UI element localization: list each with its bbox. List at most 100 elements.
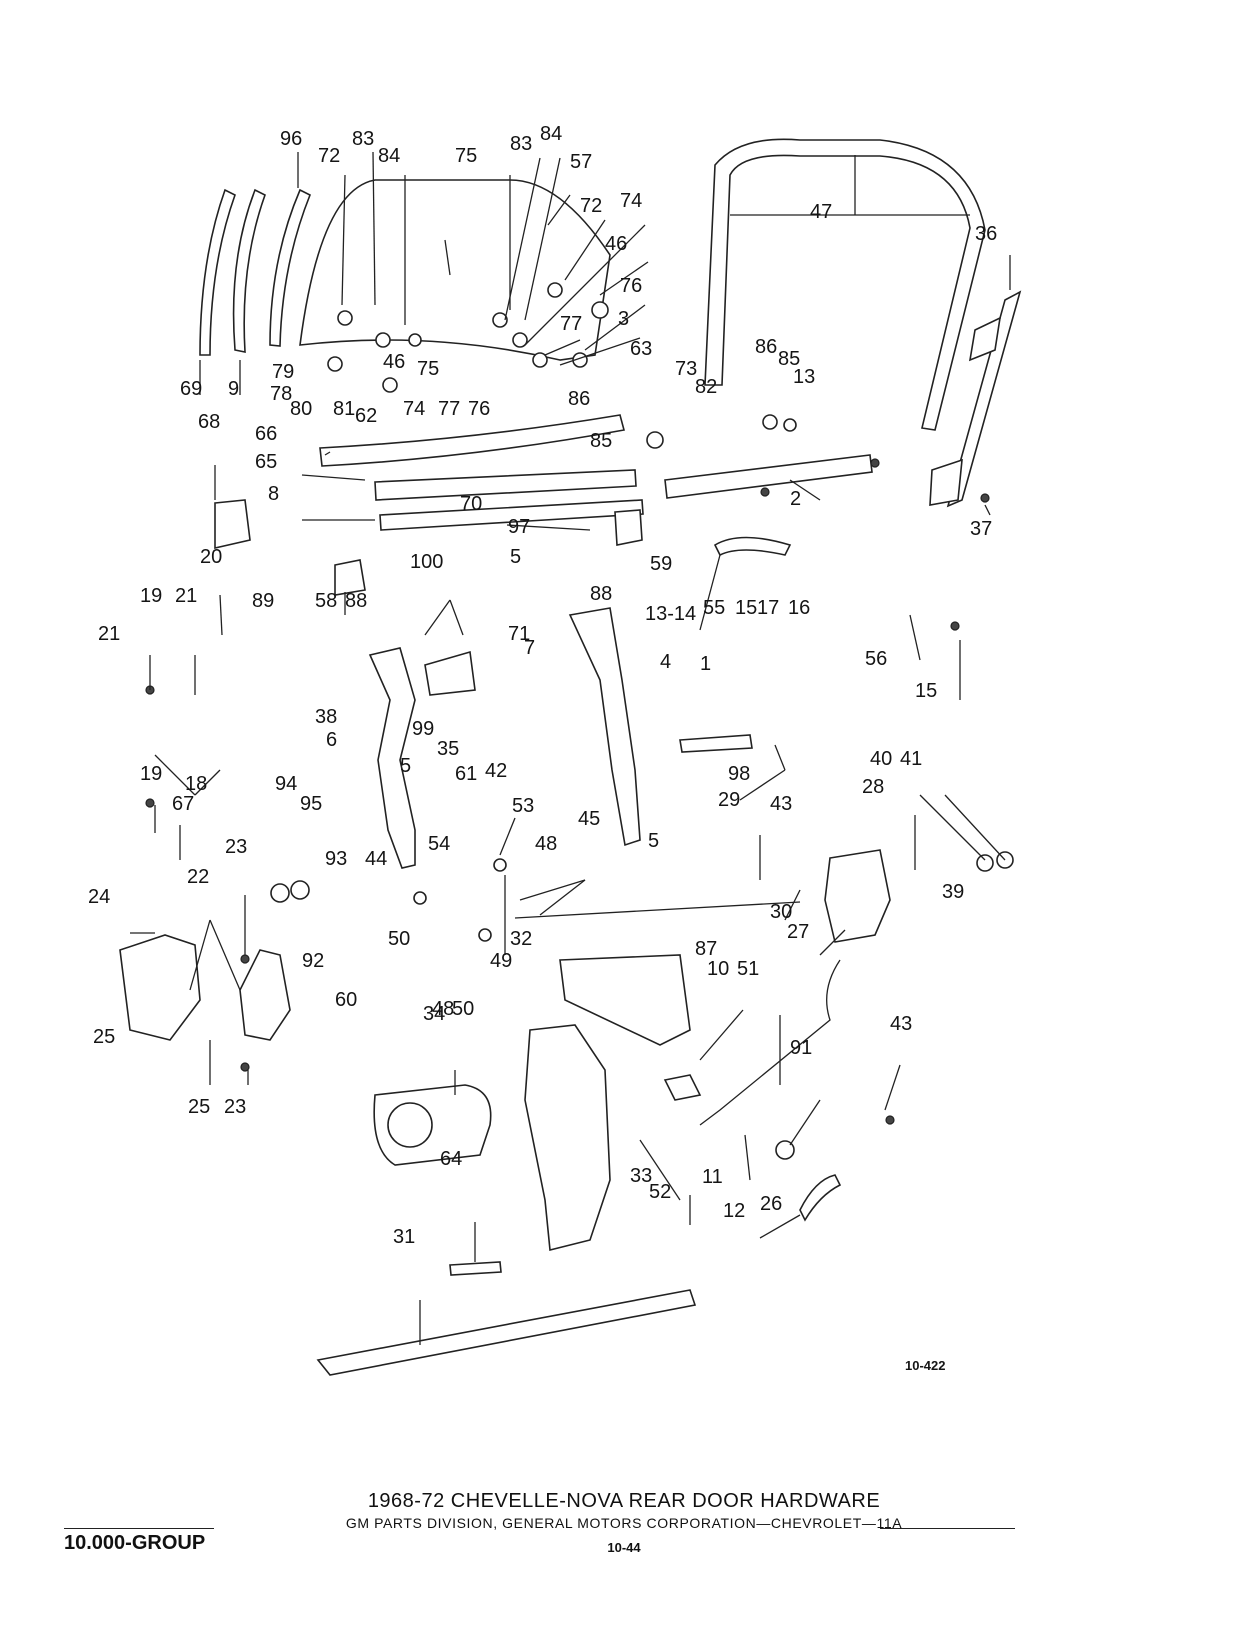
- callout-27: 27: [787, 921, 809, 943]
- callout-34: 34: [423, 1003, 445, 1025]
- callout-57: 57: [570, 151, 592, 173]
- callout-76: 76: [468, 398, 490, 420]
- callout-18: 18: [185, 773, 207, 795]
- callout-73: 73: [675, 358, 697, 380]
- callout-1: 1: [700, 653, 711, 675]
- callout-8: 8: [268, 483, 279, 505]
- callout-25: 25: [188, 1096, 210, 1118]
- callout-45: 45: [578, 808, 600, 830]
- footer-rule-right: [880, 1528, 1015, 1529]
- rear-run-channel: [929, 290, 1022, 508]
- callout-47: 47: [810, 201, 832, 223]
- group-number: 10.000-GROUP: [64, 1532, 206, 1554]
- callout-32: 32: [510, 928, 532, 950]
- callout-48: 48: [535, 833, 557, 855]
- callout-11: 11: [702, 1166, 723, 1188]
- callout-74: 74: [620, 190, 642, 212]
- glass-run-channels: [199, 188, 312, 356]
- callout-85: 85: [590, 430, 612, 452]
- door-lock-assembly: [119, 849, 891, 1041]
- callout-54: 54: [428, 833, 450, 855]
- callout-64: 64: [440, 1148, 462, 1170]
- callout-23: 23: [224, 1096, 246, 1118]
- callout-82: 82: [695, 376, 717, 398]
- callout-16: 16: [788, 597, 810, 619]
- callout-26: 26: [760, 1193, 782, 1215]
- callout-43: 43: [890, 1013, 912, 1035]
- glass-sash-channel-assembly: [319, 414, 873, 531]
- callout-65: 65: [255, 451, 277, 473]
- callout-88: 88: [590, 583, 612, 605]
- callout-87: 87: [695, 938, 717, 960]
- callout-67: 67: [172, 793, 194, 815]
- callout-48: 48: [432, 998, 454, 1020]
- callout-6: 6: [326, 729, 337, 751]
- callout-51: 51: [737, 958, 759, 980]
- callout-40: 40: [870, 748, 892, 770]
- callout-72: 72: [580, 195, 602, 217]
- callout-69: 69: [180, 378, 202, 400]
- callout-60: 60: [335, 989, 357, 1011]
- callout-19: 19: [140, 585, 162, 607]
- door-frame-weatherstrip: [704, 138, 986, 431]
- callout-81: 81: [333, 398, 355, 420]
- callout-33: 33: [630, 1165, 652, 1187]
- callout-79: 79: [272, 361, 294, 383]
- callout-80: 80: [290, 398, 312, 420]
- callout-53: 53: [512, 795, 534, 817]
- figure-number: 10-422: [905, 1358, 945, 1373]
- callout-21: 21: [175, 585, 197, 607]
- callout-19: 19: [140, 763, 162, 785]
- callout-43: 43: [770, 793, 792, 815]
- regulator-motor: [373, 1084, 492, 1166]
- guide-channels: [368, 607, 641, 869]
- callout-23: 23: [225, 836, 247, 858]
- callout-76: 76: [620, 275, 642, 297]
- callout-5: 5: [648, 830, 659, 852]
- callout-93: 93: [325, 848, 347, 870]
- callout-86: 86: [755, 336, 777, 358]
- footer-rule-left: [64, 1528, 214, 1529]
- callout-7: 7: [524, 637, 535, 659]
- callout-leader-lines: [130, 151, 1011, 1345]
- callout-44: 44: [365, 848, 387, 870]
- callout-49: 49: [490, 950, 512, 972]
- callout-15: 15: [915, 680, 937, 702]
- callout-4: 4: [660, 651, 671, 673]
- callout-75: 75: [455, 145, 477, 167]
- callout-89: 89: [252, 590, 274, 612]
- callout-10: 10: [707, 958, 729, 980]
- small-hardware-fasteners: [145, 282, 1014, 1160]
- callout-37: 37: [970, 518, 992, 540]
- callout-84: 84: [540, 123, 562, 145]
- callout-95: 95: [300, 793, 322, 815]
- callout-41: 41: [900, 748, 922, 770]
- callout-5: 5: [400, 755, 411, 777]
- callout-25: 25: [93, 1026, 115, 1048]
- callout-52: 52: [649, 1181, 671, 1203]
- callout-17: 17: [757, 597, 779, 619]
- callout-97: 97: [508, 516, 530, 538]
- callout-2: 2: [790, 488, 801, 510]
- callout-77: 77: [560, 313, 582, 335]
- diagram-title: 1968-72 CHEVELLE-NOVA REAR DOOR HARDWARE: [367, 1490, 881, 1512]
- callout-68: 68: [198, 411, 220, 433]
- callout-12: 12: [723, 1200, 745, 1222]
- window-regulator: [524, 954, 691, 1252]
- callout-74: 74: [403, 398, 425, 420]
- exploded-parts-diagram: 9683728475838457727446767737946757880816…: [88, 123, 1022, 1376]
- callout-72: 72: [318, 145, 340, 167]
- callout-38: 38: [315, 706, 337, 728]
- callout-99: 99: [412, 718, 434, 740]
- callout-70: 70: [460, 493, 482, 515]
- lower-sill-plate: [316, 1289, 697, 1376]
- callout-46: 46: [605, 233, 627, 255]
- callout-78: 78: [270, 383, 292, 405]
- footer-publisher: GM PARTS DIVISION, GENERAL MOTORS CORPOR…: [345, 1515, 903, 1531]
- callout-56: 56: [865, 648, 887, 670]
- callout-31: 31: [393, 1226, 415, 1248]
- callout-5: 5: [510, 546, 521, 568]
- callout-88: 88: [345, 590, 367, 612]
